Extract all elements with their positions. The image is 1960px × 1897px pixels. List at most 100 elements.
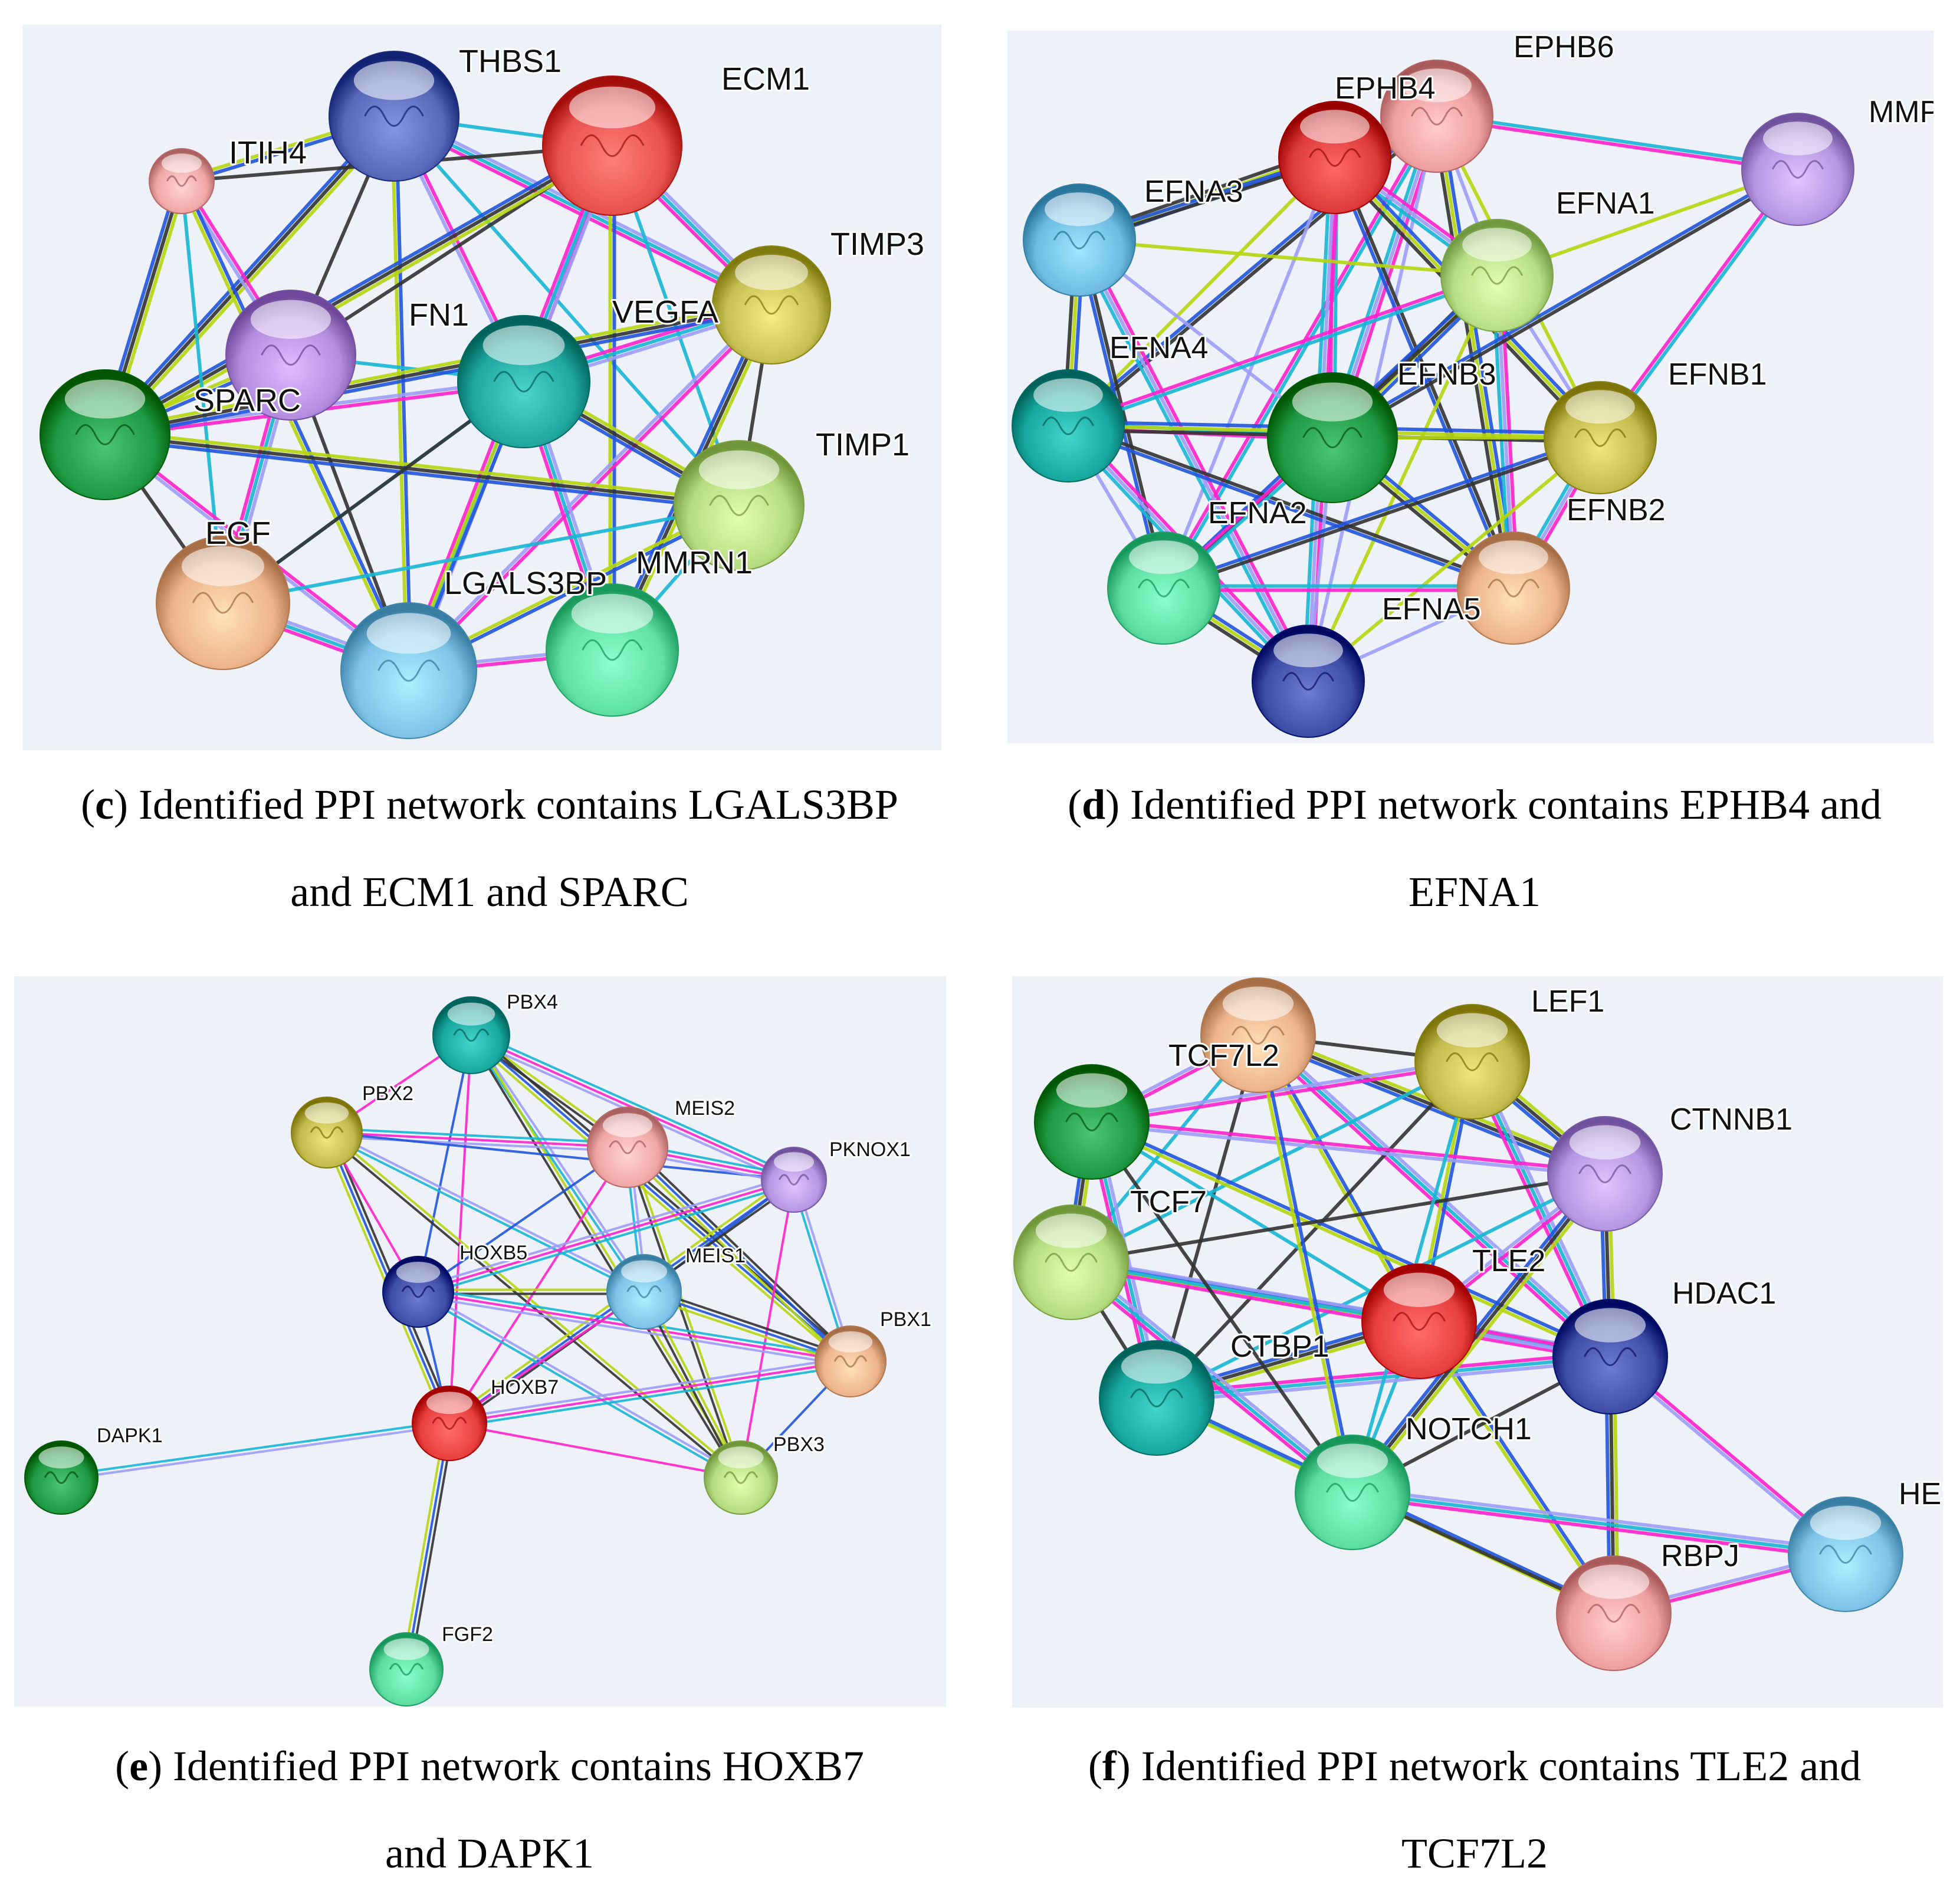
nodes-d	[1012, 60, 1854, 738]
node-label: EFNA1	[1556, 186, 1655, 221]
caption-f-text1: ) Identified PPI network contains TLE2 a…	[1116, 1742, 1861, 1790]
nodes-e	[24, 996, 887, 1706]
protein-node-thbs1	[329, 51, 459, 182]
interaction-edge	[1090, 1120, 1421, 1323]
protein-node-hoxb7	[412, 1386, 487, 1461]
protein-node-ecm1	[542, 76, 682, 216]
node-label: EFNB2	[1567, 493, 1666, 527]
protein-node-hoxb5	[382, 1256, 454, 1328]
interaction-edge	[1306, 436, 1602, 683]
interaction-edge	[468, 1033, 744, 1480]
protein-node-ctnnb1	[1547, 1116, 1663, 1232]
interaction-edge	[1073, 236, 1314, 685]
caption-e-text1: ) Identified PPI network contains HOXB7	[148, 1742, 864, 1790]
network-graph-f: TCF7L1LEF1TCF7L2CTNNB1TCF7TLE2HDAC1CTBP1…	[1013, 976, 1943, 1671]
node-label: EFNB1	[1668, 357, 1767, 392]
protein-node-hes1	[1788, 1496, 1903, 1612]
interaction-edge	[1069, 1060, 1474, 1264]
interaction-edge	[101, 140, 616, 441]
panel-d-network: EPHB6EPHB4MMP2EFNA3EFNA1EFNA4EFNB3EFNB1E…	[1007, 31, 1933, 743]
protein-node-ctbp1	[1099, 1340, 1214, 1456]
interaction-edge	[1089, 1118, 1607, 1178]
node-label: MEIS1	[685, 1245, 746, 1267]
interaction-edge	[1161, 434, 1603, 592]
node-label: TCF7L1	[1317, 976, 1428, 977]
node-label: DAPK1	[97, 1425, 163, 1447]
node-label: CTBP1	[1230, 1330, 1329, 1364]
protein-node-fgf2	[369, 1632, 444, 1706]
caption-c-letter: c	[95, 781, 114, 828]
interaction-edge	[1155, 1060, 1474, 1400]
protein-node-pbx4	[432, 996, 510, 1074]
protein-node-sparc	[40, 369, 170, 500]
interaction-edge	[1065, 271, 1500, 430]
node-label: FGF2	[442, 1623, 493, 1646]
node-label: TCF7L2	[1168, 1039, 1279, 1073]
interaction-edge	[102, 299, 774, 441]
protein-node-tcf7l2	[1034, 1064, 1150, 1180]
interaction-edge	[1434, 112, 1800, 173]
protein-node-timp3	[712, 245, 831, 365]
protein-node-efnb1	[1544, 381, 1657, 494]
node-label: ECM1	[721, 61, 810, 97]
interaction-edge	[1089, 1058, 1475, 1126]
node-label: ITIH4	[229, 135, 307, 170]
node-label: EGF	[205, 516, 271, 551]
node-label: EFNA5	[1382, 592, 1481, 626]
caption-d: (d) Identified PPI network contains EPHB…	[991, 761, 1958, 936]
protein-node-mmp2	[1741, 113, 1854, 226]
caption-d-letter: d	[1082, 781, 1106, 828]
protein-node-itih4	[149, 148, 215, 214]
node-label: RBPJ	[1661, 1539, 1739, 1573]
protein-node-lgals3bp	[340, 602, 477, 739]
caption-e-line1: (e) Identified PPI network contains HOXB…	[115, 1742, 864, 1790]
node-label: PKNOX1	[829, 1138, 911, 1161]
protein-node-efna1	[1440, 219, 1554, 332]
protein-node-vegfa	[457, 315, 590, 448]
protein-node-notch1	[1295, 1435, 1410, 1550]
node-label: HOXB5	[459, 1242, 527, 1264]
caption-e-line2: and DAPK1	[385, 1830, 594, 1877]
protein-node-efna2	[1107, 531, 1220, 645]
node-label: HDAC1	[1672, 1276, 1776, 1311]
interaction-edge	[448, 1146, 629, 1425]
protein-node-tle2	[1361, 1263, 1477, 1379]
node-label: PBX4	[507, 991, 558, 1013]
interaction-edge	[1090, 1120, 1354, 1494]
node-label: PBX1	[880, 1308, 931, 1331]
interaction-edge	[1306, 274, 1499, 683]
caption-d-text1: ) Identified PPI network contains EPHB4 …	[1105, 781, 1882, 828]
node-label: HES1	[1899, 1477, 1943, 1511]
protein-node-tcf7	[1013, 1205, 1129, 1320]
protein-node-fn1	[225, 290, 356, 421]
node-label: EFNA3	[1144, 175, 1243, 209]
node-label: PBX2	[362, 1082, 413, 1105]
protein-node-dapk1	[24, 1440, 99, 1515]
interaction-edge	[448, 1291, 645, 1425]
interaction-edge	[1078, 238, 1499, 277]
node-label: MMP2	[1869, 95, 1933, 129]
protein-node-meis2	[587, 1107, 668, 1188]
node-label: TIMP1	[816, 427, 910, 462]
interaction-edge	[415, 1174, 797, 1297]
protein-node-tcf7l1	[1200, 977, 1316, 1093]
interaction-edge	[392, 114, 741, 507]
protein-node-pknox1	[761, 1147, 827, 1213]
node-label: NOTCH1	[1406, 1412, 1532, 1446]
node-label: LEF1	[1531, 984, 1604, 1019]
caption-c-line2: and ECM1 and SPARC	[290, 868, 689, 915]
protein-node-ephb6	[1380, 60, 1493, 173]
protein-node-efnb3	[1267, 372, 1398, 503]
node-label: EFNA4	[1109, 331, 1209, 365]
interaction-edge	[416, 1288, 743, 1481]
node-label: THBS1	[459, 44, 562, 79]
interaction-edge	[1065, 422, 1516, 592]
protein-node-efna4	[1012, 369, 1125, 483]
protein-node-timp1	[674, 440, 805, 571]
protein-node-hdac1	[1552, 1299, 1668, 1414]
interaction-edge	[60, 1420, 451, 1481]
interaction-edge	[326, 1131, 795, 1181]
